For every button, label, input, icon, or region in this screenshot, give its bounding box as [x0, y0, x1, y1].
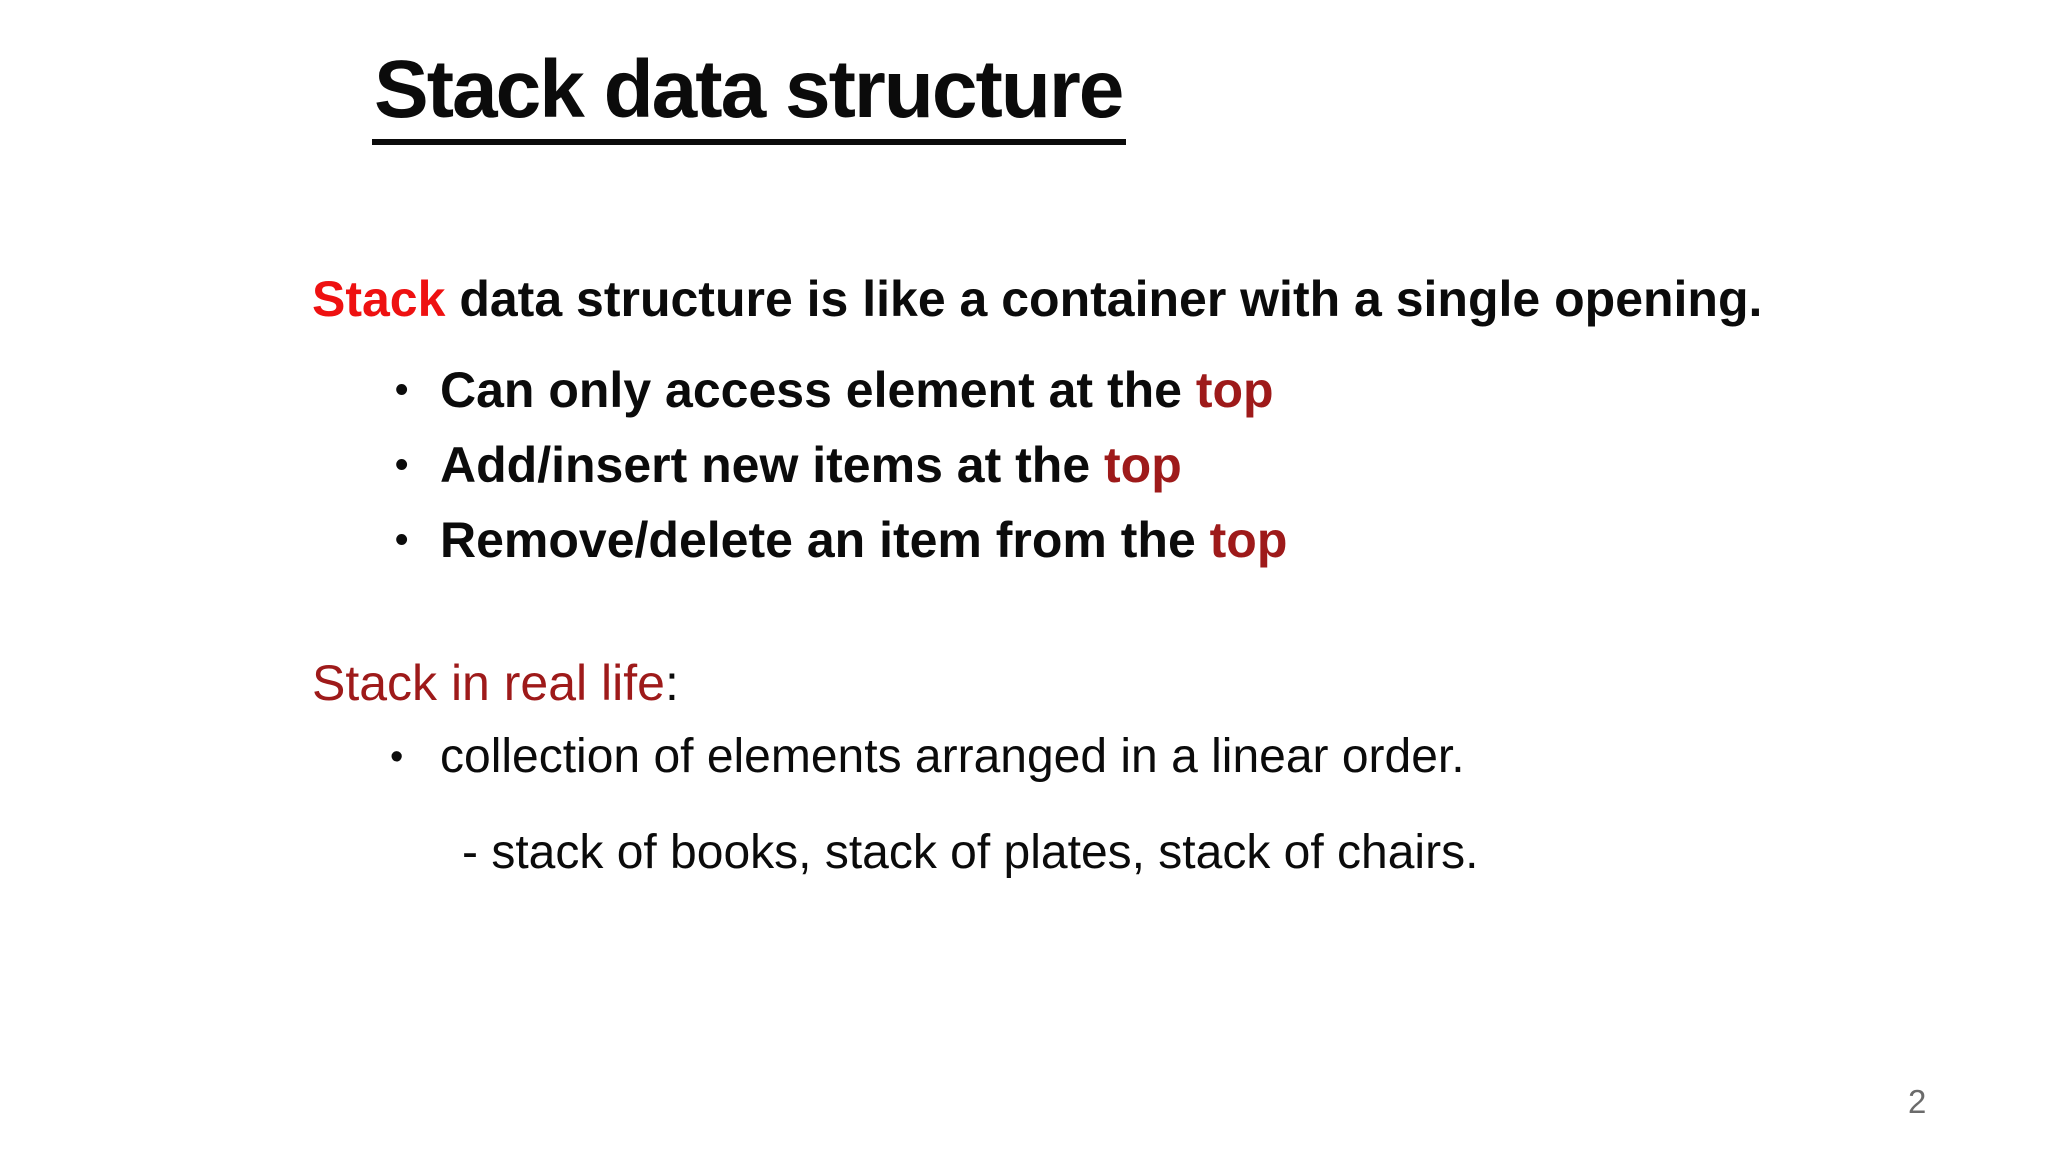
intro-highlight-stack: Stack	[312, 271, 446, 327]
bullet-highlight-top: top	[1195, 362, 1274, 418]
bullet-item-remove: • Remove/delete an item from the top	[395, 511, 1287, 569]
bullet-text-main: Can only access element at the	[440, 362, 1196, 418]
page-number: 2	[1908, 1083, 1927, 1120]
bullet-text: Add/insert new items at the top	[440, 436, 1182, 494]
bullet-highlight-top: top	[1104, 437, 1182, 493]
bullet-text: Remove/delete an item from the top	[440, 511, 1287, 569]
intro-rest: data structure is like a container with …	[445, 271, 1763, 327]
bullet-text: collection of elements arranged in a lin…	[440, 730, 1465, 783]
bullet-text-main: Add/insert new items at the	[440, 437, 1105, 493]
real-life-heading-colon: :	[664, 655, 679, 711]
bullet-highlight-top: top	[1209, 512, 1288, 568]
intro-line: Stack data structure is like a container…	[312, 270, 1762, 328]
real-life-heading-text: Stack in real life	[312, 655, 665, 711]
bullet-item-add: • Add/insert new items at the top	[395, 436, 1182, 494]
slide-title: Stack data structure	[372, 42, 1127, 146]
bullet-item-collection: • collection of elements arranged in a l…	[390, 728, 1465, 786]
bullet-icon: •	[395, 519, 409, 561]
real-life-heading: Stack in real life:	[312, 654, 679, 712]
bullet-text-main: Remove/delete an item from the	[440, 512, 1210, 568]
bullet-icon: •	[395, 369, 409, 411]
bullet-icon: •	[390, 736, 404, 778]
bullet-icon: •	[395, 444, 409, 486]
sub-item-examples: - stack of books, stack of plates, stack…	[462, 826, 1479, 879]
bullet-item-access: • Can only access element at the top	[395, 361, 1274, 419]
bullet-text: Can only access element at the top	[440, 361, 1274, 419]
